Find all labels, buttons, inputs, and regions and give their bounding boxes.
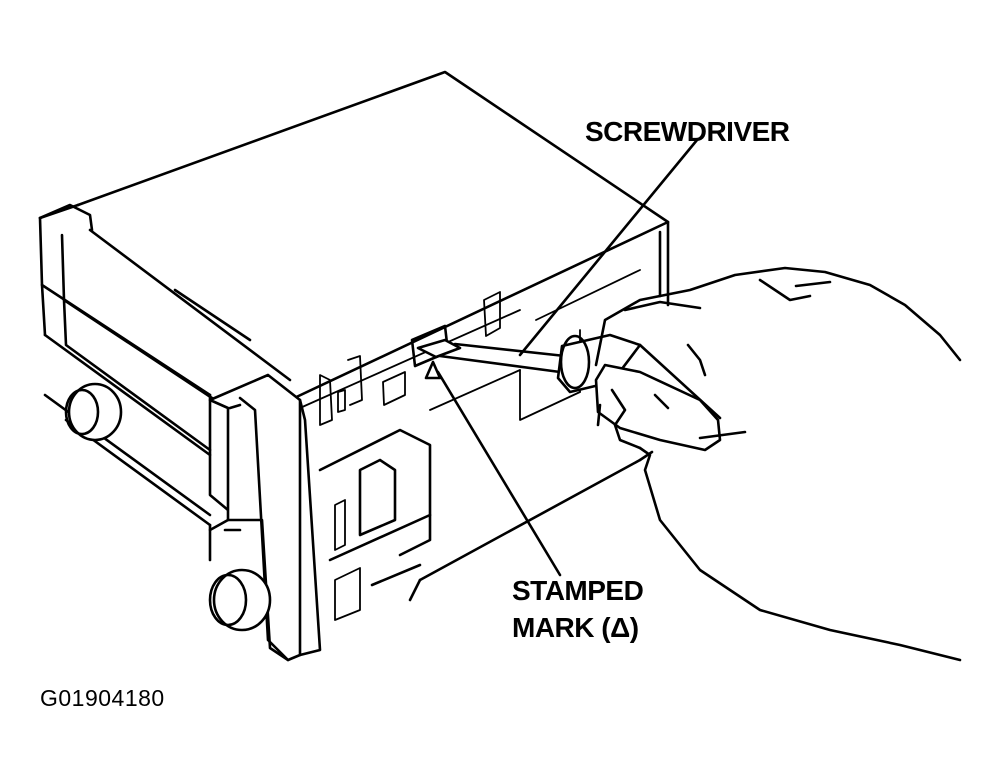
- radio-knob-lower: [208, 568, 272, 632]
- radio-knob-upper: [64, 382, 123, 442]
- radio-front-bezel: [38, 203, 322, 662]
- stamped-mark-leader: [436, 370, 562, 577]
- screwdriver-label: SCREWDRIVER: [585, 116, 790, 147]
- hand: [594, 266, 962, 662]
- figure-code: G01904180: [40, 685, 165, 711]
- callout-leaders: [436, 138, 699, 577]
- stamped-mark-label-line1: STAMPED: [512, 575, 644, 606]
- stamped-mark-label-line2: MARK (Δ): [512, 612, 639, 643]
- screwdriver-leader: [518, 138, 699, 357]
- radio-chassis: [38, 70, 670, 621]
